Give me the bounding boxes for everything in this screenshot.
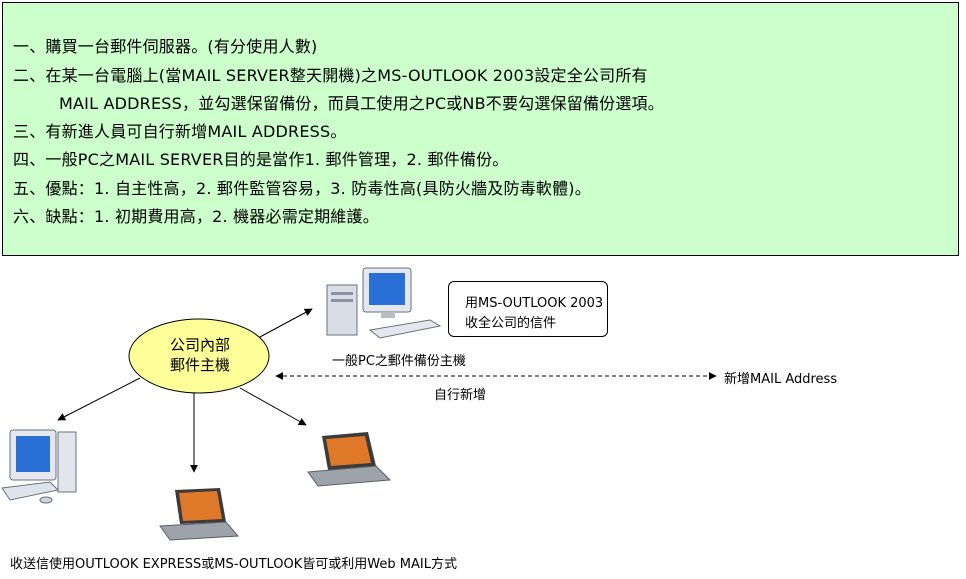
bottom-caption: 收送信使用OUTLOOK EXPRESS或MS-OUTLOOK皆可或利用Web … [10, 557, 457, 572]
callout-line2: 收全公司的信件 [465, 316, 557, 331]
hub-label: 公司內部 郵件主機 [130, 335, 270, 375]
backup-pc-icon [326, 267, 442, 339]
text-line-1: 一、購買一台郵件伺服器。(有分使用人數) [13, 37, 318, 56]
text-line-6: 五、優點：1. 自主性高，2. 郵件監管容易，3. 防毒性高(具防火牆及防毒軟體… [13, 179, 591, 198]
arrow-to-backup-pc [257, 308, 313, 339]
new-address-label: 新增MAIL Address [724, 372, 838, 387]
callout-line1: 用MS-OUTLOOK 2003 [465, 296, 604, 311]
backup-pc-label: 一般PC之郵件備份主機 [332, 354, 466, 369]
description-box: 一、購買一台郵件伺服器。(有分使用人數) 二、在某一台電腦上(當MAIL SER… [2, 2, 959, 256]
hub-label-line1: 公司內部 [169, 336, 230, 354]
text-line-5: 四、一般PC之MAIL SERVER目的是當作1. 郵件管理，2. 郵件備份。 [13, 150, 509, 169]
hub-label-line2: 郵件主機 [169, 356, 230, 374]
desktop-pc-icon [1, 429, 77, 504]
text-line-4: 三、有新進人員可自行新增MAIL ADDRESS。 [13, 122, 347, 141]
laptop-bottom-icon [159, 488, 240, 541]
text-line-3: MAIL ADDRESS，並勾選保留備份，而員工使用之PC或NB不要勾選保留備份… [59, 94, 664, 113]
arrow-to-desktop [57, 377, 141, 421]
text-line-7: 六、缺點：1. 初期費用高，2. 機器必需定期維護。 [13, 207, 379, 226]
arrow-to-laptop-right [239, 387, 307, 426]
text-line-2: 二、在某一台電腦上(當MAIL SERVER整天開機)之MS-OUTLOOK 2… [13, 66, 648, 85]
outlook-callout: 用MS-OUTLOOK 2003 收全公司的信件 [448, 281, 608, 337]
mail-server-hub [128, 318, 270, 394]
laptop-right-icon [307, 432, 392, 487]
self-add-label: 自行新增 [434, 388, 487, 403]
